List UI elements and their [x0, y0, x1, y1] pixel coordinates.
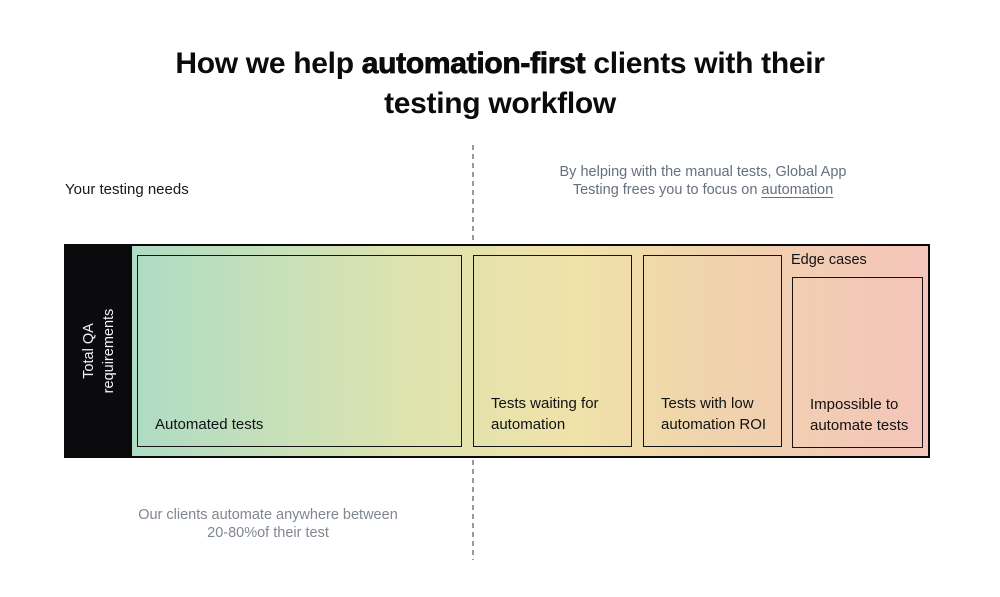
automation-link[interactable]: automation: [761, 181, 834, 198]
page-title: How we help automation-first clients wit…: [0, 44, 1000, 124]
edge-cases-label: Edge cases: [791, 252, 867, 268]
segment-tests-waiting-for-automation: Tests waiting for automation: [473, 255, 632, 447]
total-qa-axis-label: Total QA requirements: [79, 246, 119, 456]
segment-label: Impossible to automate tests: [810, 396, 909, 434]
segment-label: Tests with low automation ROI: [661, 395, 767, 433]
title-line2: testing workflow: [384, 87, 616, 120]
right-annotation-line2: Testing frees you to focus on: [572, 181, 762, 198]
segment-label: Tests waiting for automation: [491, 395, 599, 433]
segment-tests-with-low-automation-roi: Tests with low automation ROI: [643, 255, 782, 447]
title-line1-suffix: clients with their: [585, 47, 825, 80]
bottom-annotation-line1: Our clients automate anywhere between: [138, 507, 398, 523]
your-testing-needs-label: Your testing needs: [65, 181, 189, 198]
segment-automated-tests: Automated tests: [137, 255, 462, 447]
total-qa-axis-block: Total QA requirements: [66, 246, 132, 456]
title-line1-bold: automation-first: [361, 47, 586, 81]
right-annotation-line1: By helping with the manual tests, Global…: [559, 164, 847, 180]
right-annotation: By helping with the manual tests, Global…: [523, 164, 883, 199]
bottom-annotation: Our clients automate anywhere between 20…: [98, 507, 438, 542]
qa-gradient-bar: Total QA requirements: [64, 244, 930, 458]
title-line1-prefix: How we help: [175, 47, 362, 80]
segment-impossible-to-automate-tests: Impossible to automate tests: [792, 277, 923, 448]
axis-label-line2: requirements: [101, 308, 117, 394]
axis-label-line1: Total QA: [81, 323, 97, 379]
segment-label: Automated tests: [155, 416, 264, 433]
bottom-annotation-line2: 20-80%of their test: [207, 524, 329, 541]
